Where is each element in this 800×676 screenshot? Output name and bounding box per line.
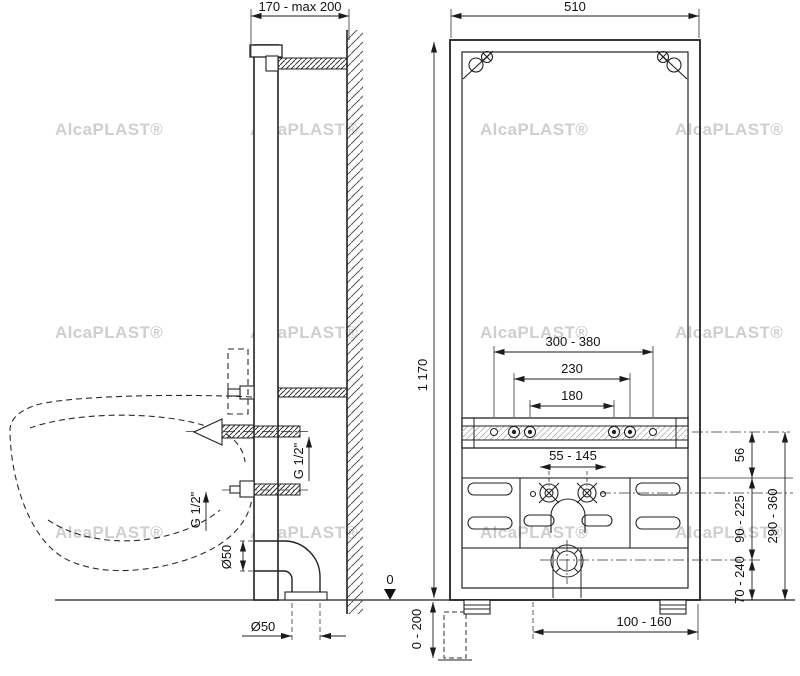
watermark: AlcaPLAST® [55,523,164,542]
dim-bolt-range: 300 - 380 [493,334,654,417]
wall-anchor-middle [227,385,348,400]
drain-outlet [550,540,584,598]
dim-d50-side: Ø50 [219,540,256,572]
watermark: AlcaPLAST® [480,323,589,342]
foot-extension-dashed [443,611,467,659]
mounting-crossbar [461,417,689,449]
g12-upper-label: G 1/2" [291,437,313,481]
dim-depth-label: 170 - max 200 [258,0,341,14]
watermark: AlcaPLAST® [480,523,589,542]
dim-foot-range: 0 - 200 [409,602,472,661]
zero-text: 0 [386,572,393,587]
frame-feet [463,599,687,615]
d50-bottom-text: Ø50 [251,619,276,634]
water-fitting-lower [229,480,301,498]
dim-180: 180 [529,388,615,417]
dim-230-text: 230 [561,361,583,376]
water-fitting-upper [192,418,301,446]
dim-width: 510 [450,0,700,38]
water-spacing-text: 55 - 145 [549,448,597,463]
drain-elbow [254,540,328,601]
dim-depth: 170 - max 200 [250,0,350,57]
watermark: AlcaPLAST® [55,120,164,139]
dim-width-text: 510 [564,0,586,14]
watermark: AlcaPLAST® [675,120,784,139]
dim-height-text: 1 170 [415,359,430,392]
corner-bracket-left [462,50,494,80]
dim-water-spacing: 55 - 145 [540,448,606,486]
dim-230: 230 [513,361,631,417]
dim-90-225-text: 90 - 225 [732,495,747,543]
wall-anchor-top [265,55,348,72]
foot-range-text: 0 - 200 [409,609,424,649]
front-view: 300 - 380 230 180 55 - 145 [415,0,793,640]
dim-100-160: 100 - 160 [532,602,699,640]
dim-100-160-text: 100 - 160 [617,614,672,629]
frame-front [449,39,701,601]
bidet-outline [9,348,253,572]
watermark: AlcaPLAST® [55,323,164,342]
reference-lines [540,431,793,561]
d50-side-text: Ø50 [219,545,234,570]
zero-level-marker: 0 [384,572,396,600]
g12-lower-label: G 1/2" [188,491,210,531]
dim-56-text: 56 [732,448,747,462]
watermark: AlcaPLAST® [480,120,589,139]
dim-d50-bottom: Ø50 [242,603,346,641]
dim-180-text: 180 [561,388,583,403]
side-view: 170 - max 200 G 1/2" G 1/2" Ø50 [9,0,472,661]
dim-chain-right: 56 90 - 225 70 - 240 290 - 360 [732,432,789,604]
dim-height: 1 170 [415,42,438,598]
dim-70-240-text: 70 - 240 [732,556,747,604]
frame-post-side [249,44,283,601]
watermark: AlcaPLAST® [675,523,784,542]
wall-hatching [346,30,363,614]
dim-290-360-text: 290 - 360 [765,489,780,544]
corner-bracket-right [656,50,688,80]
g12-lower-text: G 1/2" [188,491,203,528]
watermark: AlcaPLAST® [675,323,784,342]
mounting-plate [461,477,689,549]
bolt-range-text: 300 - 380 [546,334,601,349]
g12-upper-text: G 1/2" [291,442,306,479]
